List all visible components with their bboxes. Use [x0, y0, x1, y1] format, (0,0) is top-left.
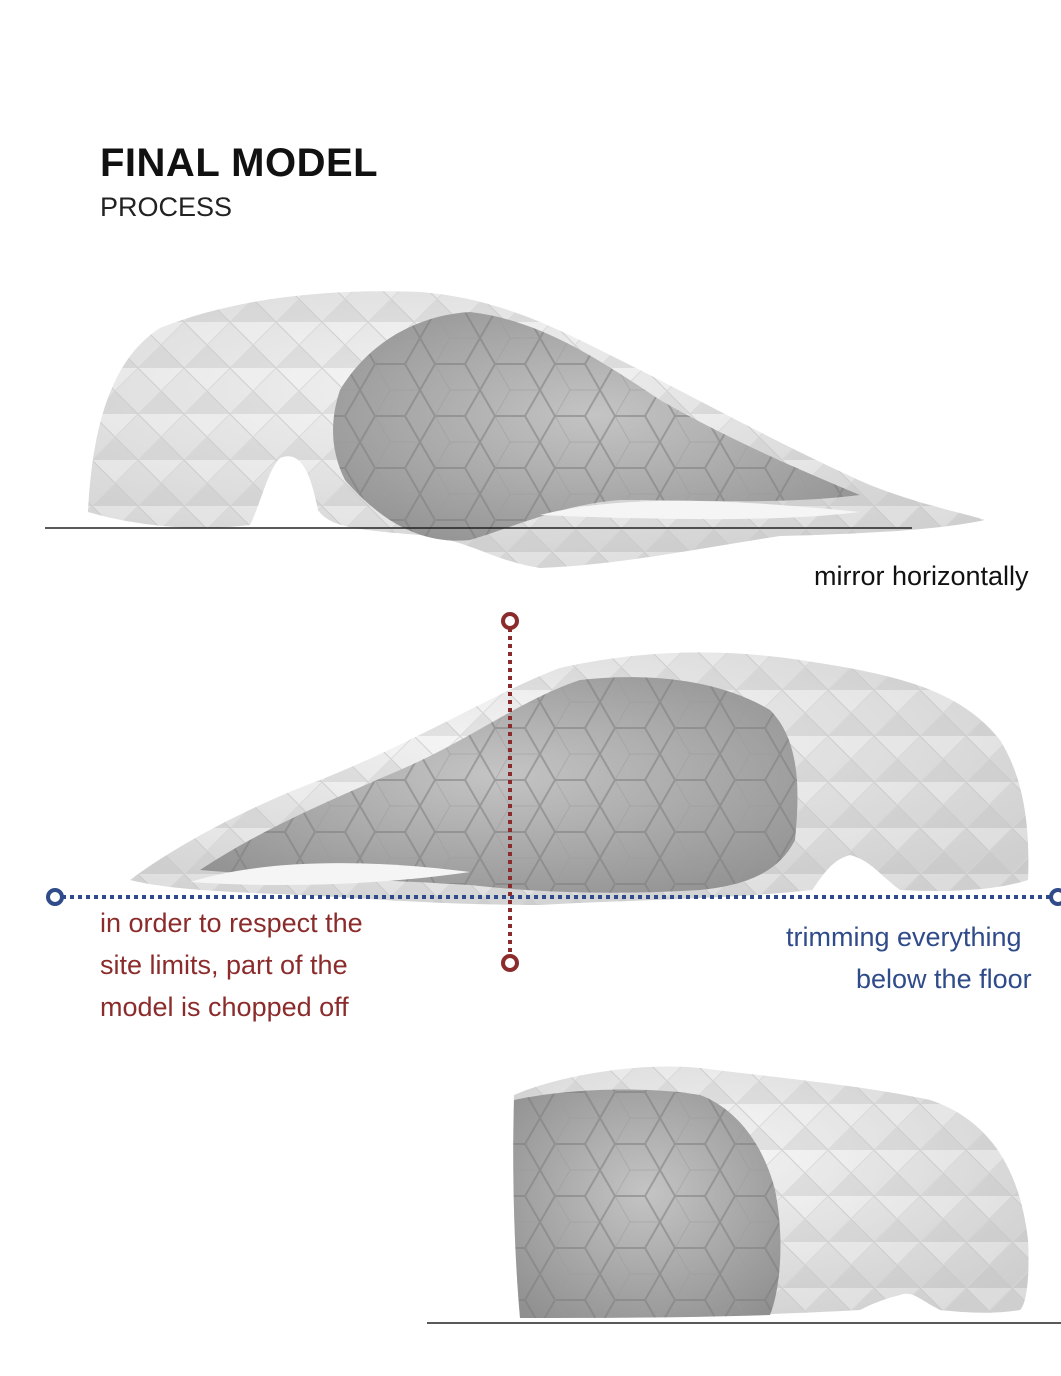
caption-site-line-1: in order to respect the — [100, 908, 363, 938]
caption-site-limits: in order to respect the site limits, par… — [100, 902, 363, 1028]
caption-mirror: mirror horizontally — [814, 561, 1029, 591]
model-mirrored — [130, 652, 1029, 905]
site-limit-line — [501, 612, 519, 972]
floor-marker-right — [1049, 888, 1061, 906]
model-trimmed — [513, 1066, 1029, 1318]
site-marker-top — [501, 612, 519, 630]
page-title: FINAL MODEL — [100, 141, 379, 185]
floor-marker-left — [46, 888, 64, 906]
model-original — [88, 291, 985, 568]
site-marker-bottom — [501, 954, 519, 972]
caption-trim: trimming everything below the floor — [786, 916, 1032, 1000]
caption-trim-line-2: below the floor — [856, 964, 1032, 994]
floor-trim-line — [46, 888, 1061, 906]
page-subtitle: PROCESS — [100, 192, 233, 222]
caption-trim-line-1: trimming everything — [786, 922, 1022, 952]
caption-site-line-3: model is chopped off — [100, 992, 349, 1022]
caption-site-line-2: site limits, part of the — [100, 950, 348, 980]
